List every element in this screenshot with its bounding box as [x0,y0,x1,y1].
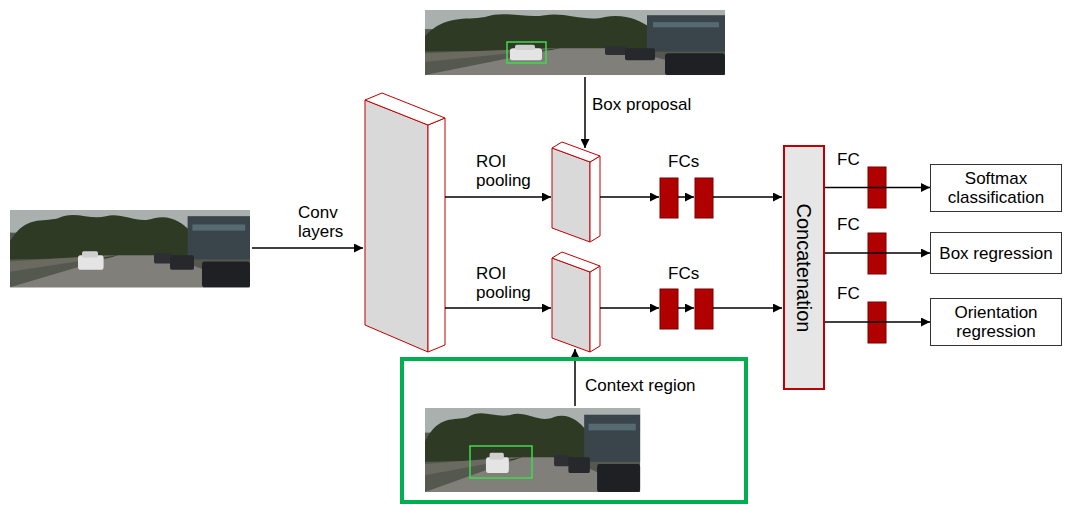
proposal-photo [425,10,725,75]
roi-slab-side [590,156,600,242]
fc-bar [695,178,713,218]
conv-slab-top [365,93,445,125]
flow-arrow [678,307,694,309]
part-label: Conv layers [298,203,360,241]
part-label: Box proposal [592,95,691,114]
output-box: Softmax classification [930,164,1062,212]
roi-slab-face [552,258,590,352]
flow-arrow [445,196,551,198]
connector-arrow [825,321,930,323]
part-label: ROI pooling [476,264,542,302]
node-text: Softmax classification [936,169,1056,207]
conv-slab-side [428,118,445,352]
node-text: Box regression [939,244,1052,263]
input-photo [10,210,250,287]
fc-bar [695,289,713,329]
context-region-frame: Context region [400,357,748,504]
roi-slab-side [590,266,600,352]
node-text: Context region [585,376,696,395]
node-text: Orientation regression [936,303,1056,341]
flow-arrow [584,77,586,148]
node-text: Concatenation [793,203,815,332]
flow-arrow [713,307,782,309]
flow-arrow [252,247,363,249]
concatenation-box: Concatenation [783,145,825,390]
connector-arrow [825,187,930,189]
part-label: ROI pooling [476,152,542,190]
output-box: Orientation regression [930,298,1062,346]
conv-slab-face [365,100,428,352]
output-box: Box regression [930,232,1062,274]
flow-arrow [713,196,782,198]
fc-bar [660,178,678,218]
edge-label: FC [837,150,860,169]
flow-arrow [678,196,694,198]
proposal-box [507,42,546,63]
flow-arrow [600,196,659,198]
edge-label: FC [837,215,860,234]
flow-arrow [445,307,551,309]
context-box [470,446,532,478]
connector-arrow [825,252,930,254]
roi-slab-top [552,142,600,162]
part-label: FCs [668,264,699,283]
fc-bar [660,289,678,329]
edge-label: FC [837,284,860,303]
roi-slab-top [552,252,600,272]
part-label: FCs [668,152,699,171]
roi-slab-face [552,148,590,242]
context-photo [425,408,640,492]
flow-arrow [600,307,659,309]
